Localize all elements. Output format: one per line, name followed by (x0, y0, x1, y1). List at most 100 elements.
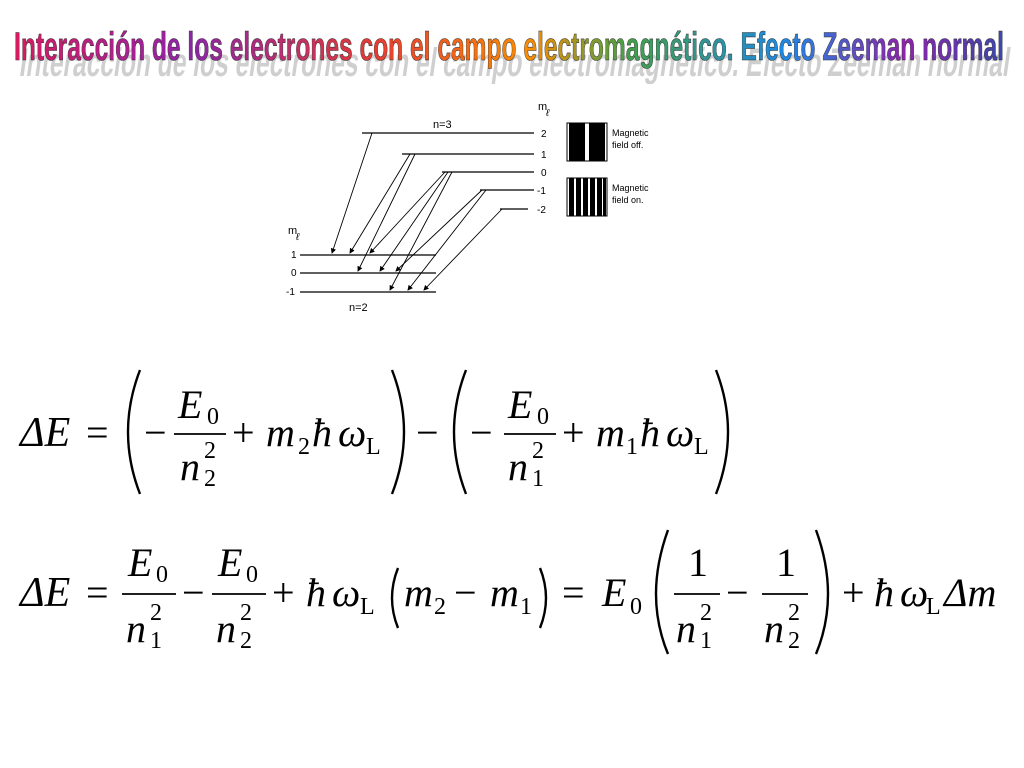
eq2-m-1: m (404, 570, 433, 615)
spectrum-on-label-line1: Magnetic (612, 183, 649, 193)
upper-ml-value-0: 2 (541, 129, 547, 140)
spectrum-off-label-line1: Magnetic (612, 128, 649, 138)
eq1-n-2: n (508, 444, 528, 489)
eq2-n-4: n (764, 606, 784, 651)
eq2-E-3: E (601, 570, 626, 615)
upper-ml-label: m (538, 101, 547, 113)
eq2-m-2: m (490, 570, 519, 615)
eq2-plus-2: + (842, 570, 865, 615)
spectrum-on-label-line2: field on. (612, 195, 644, 205)
title-text: Interacción de los electrones con el cam… (14, 25, 1004, 69)
eq1-paren-right-2 (714, 369, 730, 495)
upper-ml-value-2: 0 (541, 168, 547, 179)
eq1-E-2: E (507, 382, 532, 427)
eq2-n-sup-3: 2 (700, 600, 712, 626)
eq2-n-sub-3: 1 (700, 628, 712, 654)
eq2-n-sup-2: 2 (240, 600, 252, 626)
upper-ml-subscript: ℓ (545, 108, 550, 119)
eq2-paren-left-1 (390, 567, 400, 629)
eq2-n-3: n (676, 606, 696, 651)
eq2-hbar-1: ħ (306, 570, 326, 615)
eq1-minus-mid: − (416, 410, 439, 455)
eq1-omega-2: ω (666, 410, 694, 455)
zeeman-diagram: m ℓ n=3 2 1 0 -1 -2 n=2 m ℓ 1 0 -1 (270, 96, 690, 328)
eq1-paren-left-2 (452, 369, 468, 495)
eq2-equals: = (86, 570, 109, 615)
eq2-minus-3: − (726, 570, 749, 615)
eq2-hbar-2: ħ (874, 570, 894, 615)
eq1-omega-1: ω (338, 410, 366, 455)
eq1-L-2: L (694, 434, 709, 460)
transition-arrows (330, 132, 503, 291)
eq2-m-sub-1: 2 (434, 594, 446, 620)
eq1-E-1: E (177, 382, 202, 427)
eq2-n-1: n (126, 606, 146, 651)
eq2-L-2: L (926, 594, 941, 620)
eq2-one-2: 1 (776, 540, 796, 585)
eq2-n-sub-2: 2 (240, 628, 252, 654)
eq2-E-2: E (217, 540, 242, 585)
lower-ml-subscript: ℓ (295, 232, 300, 243)
spectrum-field-off (566, 122, 608, 162)
eq1-E-sub-1: 0 (207, 404, 219, 430)
eq2-equals-2: = (562, 570, 585, 615)
eq2-plus-1: + (272, 570, 295, 615)
eq1-minus-1: − (144, 410, 167, 455)
eq1-L-1: L (366, 434, 381, 460)
eq1-n-sup-1: 2 (204, 438, 216, 464)
eq1-m-2: m (596, 410, 625, 455)
eq2-n-2: n (216, 606, 236, 651)
spectrum-off-label-line2: field off. (612, 140, 643, 150)
eq2-minus-2: − (454, 570, 477, 615)
equation-1: ΔE = − E 0 n 2 2 + m 2 ħ ω L − − E 0 n 2… (0, 362, 1024, 502)
eq2-n-sup-1: 2 (150, 600, 162, 626)
eq2-E-1: E (127, 540, 152, 585)
eq2-E-sub-2: 0 (246, 562, 258, 588)
eq1-m-sub-1: 2 (298, 434, 310, 460)
eq1-n-sub-1: 2 (204, 466, 216, 492)
eq2-E-sub-3: 0 (630, 594, 642, 620)
eq1-minus-2: − (470, 410, 493, 455)
eq2-E-sub-1: 0 (156, 562, 168, 588)
eq1-plus-1: + (232, 410, 255, 455)
eq1-hbar-1: ħ (312, 410, 332, 455)
eq1-paren-left-1 (126, 369, 142, 495)
eq1-n-sub-2: 1 (532, 466, 544, 492)
eq2-one-1: 1 (688, 540, 708, 585)
eq2-omega-1: ω (332, 570, 360, 615)
equation-2: ΔE = E 0 n 2 1 − E 0 n 2 2 + ħ ω L m 2 −… (0, 520, 1024, 660)
eq1-hbar-2: ħ (640, 410, 660, 455)
eq1-m-1: m (266, 410, 295, 455)
upper-ml-value-3: -1 (537, 186, 546, 197)
eq2-paren-right-1 (538, 567, 548, 629)
lower-ml-value-2: -1 (286, 287, 295, 298)
eq1-plus-2: + (562, 410, 585, 455)
eq1-n-sup-2: 2 (532, 438, 544, 464)
spectrum-field-on (566, 177, 608, 217)
level-n2-label: n=2 (349, 302, 368, 314)
eq2-omega-2: ω (900, 570, 928, 615)
eq2-m-sub-2: 1 (520, 594, 532, 620)
lower-ml-label: m (288, 225, 297, 237)
level-n3-label: n=3 (433, 119, 452, 131)
eq2-n-sup-4: 2 (788, 600, 800, 626)
eq1-lhs: ΔE (18, 410, 70, 456)
eq2-paren-left-2 (654, 529, 670, 655)
lower-ml-value-1: 0 (291, 268, 297, 279)
eq2-L-1: L (360, 594, 375, 620)
eq2-n-sub-4: 2 (788, 628, 800, 654)
eq2-lhs: ΔE (18, 570, 70, 616)
upper-ml-value-1: 1 (541, 150, 547, 161)
title-shadow: Interacción de los electrones con el cam… (17, 40, 1013, 84)
slide-title: Interacción de los electrones con el cam… (12, 8, 1016, 85)
eq2-n-sub-1: 1 (150, 628, 162, 654)
eq1-equals: = (86, 410, 109, 455)
eq1-E-sub-2: 0 (537, 404, 549, 430)
eq1-n-1: n (180, 444, 200, 489)
upper-ml-value-4: -2 (537, 205, 546, 216)
eq2-delta-m: Δm (942, 570, 996, 615)
eq1-paren-right-1 (390, 369, 406, 495)
eq2-minus-1: − (182, 570, 205, 615)
lower-ml-value-0: 1 (291, 250, 297, 261)
eq1-m-sub-2: 1 (626, 434, 638, 460)
